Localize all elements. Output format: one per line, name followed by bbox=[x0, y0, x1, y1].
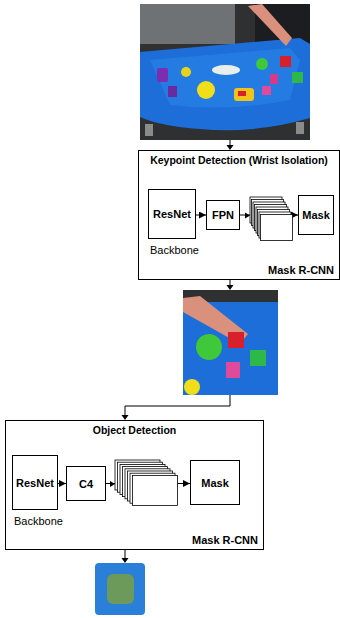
box-title: Object Detection bbox=[11, 424, 258, 436]
box-label: ResNet bbox=[153, 208, 191, 220]
box-label: FPN bbox=[212, 209, 234, 221]
gripper-right bbox=[296, 122, 304, 134]
green-ball bbox=[196, 334, 222, 360]
arrowhead bbox=[110, 481, 115, 487]
table-cloth bbox=[140, 38, 310, 130]
model-box: Object DetectionMask R-CNN ResNet C4 Mask bbox=[5, 420, 264, 550]
flow-line bbox=[125, 395, 230, 416]
box-label: ResNet bbox=[16, 477, 54, 489]
process-box: FPN bbox=[206, 200, 240, 230]
feature-map bbox=[261, 215, 293, 241]
green-cube bbox=[292, 72, 303, 83]
green-ball bbox=[256, 58, 268, 70]
green-cube bbox=[107, 574, 134, 604]
flow-line bbox=[125, 550, 126, 559]
arrowhead bbox=[245, 213, 250, 219]
output-background bbox=[95, 563, 145, 615]
model-box: Keypoint Detection (Wrist Isolation) Mask… bbox=[138, 150, 340, 280]
box-label: Mask bbox=[302, 209, 330, 221]
box-title: Keypoint Detection (Wrist Isolation) bbox=[144, 154, 334, 166]
flow-arrow bbox=[196, 215, 206, 216]
box-label: C4 bbox=[79, 478, 93, 490]
purple-toy bbox=[168, 86, 177, 97]
arrowhead bbox=[122, 558, 129, 563]
photo-background bbox=[140, 4, 310, 140]
cloth-highlight bbox=[150, 48, 300, 108]
model-name: Mask R-CNN bbox=[192, 534, 258, 546]
box-label: Mask bbox=[201, 477, 229, 489]
process-box: ResNet bbox=[148, 189, 196, 239]
red-cube bbox=[228, 332, 244, 348]
purple-cylinder bbox=[157, 68, 168, 82]
pink-cube bbox=[262, 86, 271, 95]
feature-map-stack bbox=[250, 197, 293, 241]
scene-photo bbox=[140, 4, 310, 140]
photo-background bbox=[183, 290, 278, 395]
feature-map-stack bbox=[115, 460, 178, 505]
gripper-left bbox=[145, 124, 153, 136]
pink-toy bbox=[270, 74, 278, 84]
green-cube bbox=[250, 350, 266, 366]
process-box: ResNet bbox=[12, 455, 58, 510]
part-label: Backbone bbox=[150, 244, 199, 256]
toy-car bbox=[234, 88, 254, 101]
small-yellow-ball bbox=[181, 67, 191, 77]
process-box: C4 bbox=[66, 466, 106, 501]
model-name: Mask R-CNN bbox=[268, 264, 334, 276]
process-box: Mask bbox=[298, 195, 334, 235]
toy-car-window bbox=[238, 91, 246, 96]
white-shoe bbox=[212, 65, 240, 75]
yellow-toy bbox=[184, 379, 200, 395]
feature-map bbox=[133, 475, 178, 505]
pink-toy bbox=[226, 362, 240, 378]
red-cube bbox=[280, 56, 291, 67]
flow-arrow bbox=[58, 483, 66, 484]
arrowhead bbox=[227, 285, 234, 290]
output-crop bbox=[95, 563, 145, 615]
arm bbox=[248, 4, 292, 46]
process-box: Mask bbox=[190, 460, 240, 505]
part-label: Backbone bbox=[14, 515, 63, 527]
wall bbox=[140, 4, 235, 44]
yellow-ball bbox=[197, 81, 215, 99]
cropped-photo bbox=[183, 290, 278, 395]
